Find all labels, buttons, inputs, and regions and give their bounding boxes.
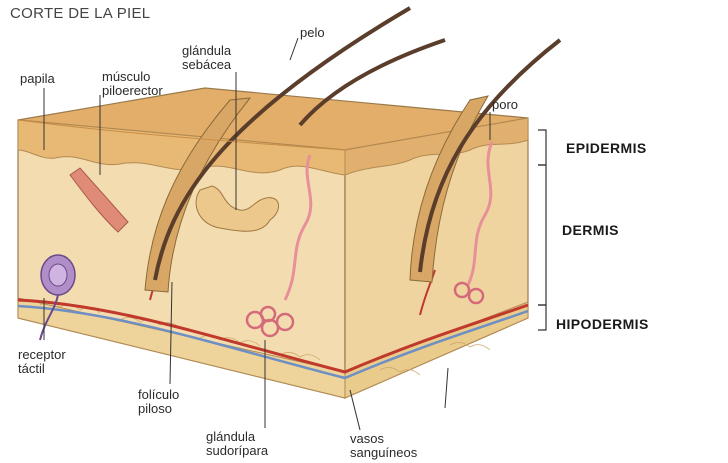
label-sudoripara-line2: sudorípara <box>206 444 268 458</box>
label-musculo-piloerector: músculo piloerector <box>102 70 163 98</box>
label-musculo-line2: piloerector <box>102 84 163 98</box>
label-glandula-sebacea-line2: sebácea <box>182 58 231 72</box>
label-receptor-tactil: receptor táctil <box>18 348 66 376</box>
label-vasos-line1: vasos <box>350 432 417 446</box>
label-musculo-line1: músculo <box>102 70 163 84</box>
label-receptor-line1: receptor <box>18 348 66 362</box>
touch-receptor-core <box>49 264 67 286</box>
label-vasos-line2: sanguíneos <box>350 446 417 460</box>
label-glandula-sebacea: glándula sebácea <box>182 44 231 72</box>
diagram-title: CORTE DE LA PIEL <box>10 5 150 22</box>
label-foliculo-line1: folículo <box>138 388 179 402</box>
label-glandula-sudoripara: glándula sudorípara <box>206 430 268 458</box>
label-sudoripara-line1: glándula <box>206 430 268 444</box>
label-receptor-line2: táctil <box>18 362 66 376</box>
layer-label-epidermis: EPIDERMIS <box>566 140 647 156</box>
label-foliculo-piloso: folículo piloso <box>138 388 179 416</box>
label-foliculo-line2: piloso <box>138 402 179 416</box>
layer-label-dermis: DERMIS <box>562 222 619 238</box>
label-poro: poro <box>492 98 518 112</box>
label-vasos-sanguineos: vasos sanguíneos <box>350 432 417 460</box>
layer-label-hipodermis: HIPODERMIS <box>556 316 649 332</box>
label-pelo: pelo <box>300 26 325 40</box>
label-papila: papila <box>20 72 55 86</box>
layer-brackets <box>538 130 546 330</box>
label-glandula-sebacea-line1: glándula <box>182 44 231 58</box>
